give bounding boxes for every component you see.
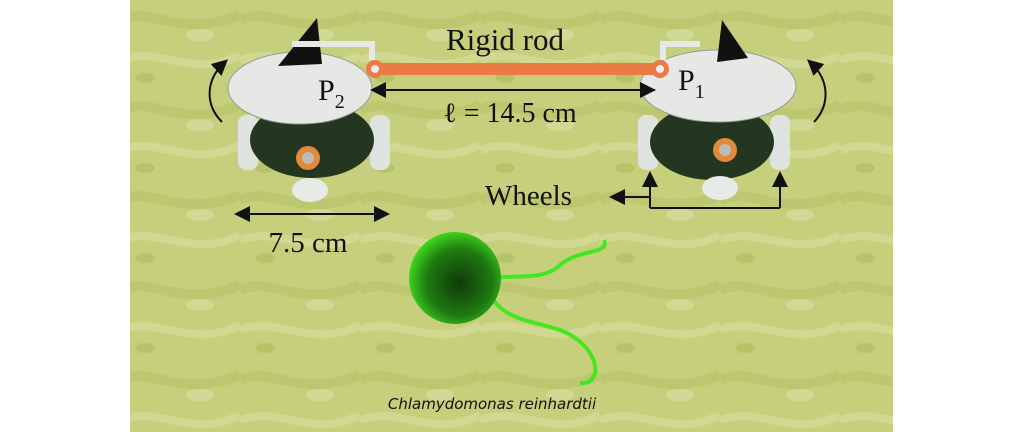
rotation-arrow-icon [208,59,228,123]
wheel [770,115,790,170]
direction-flag-icon [717,20,748,62]
wheels-label: Wheels [485,180,572,212]
p2-label: P2 [318,74,345,113]
rotation-arrow-icon [807,59,827,123]
p1-label: P1 [678,64,705,103]
chlamydomonas-cell [409,232,607,386]
species-caption: Chlamydomonas reinhardtii [388,395,597,413]
rigid-rod-label: Rigid rod [446,22,564,57]
length-label: ℓ = 14.5 cm [443,98,577,129]
robot-p2 [227,18,390,202]
width-label: 7.5 cm [269,227,348,259]
wheel [638,115,658,170]
wheel [370,115,390,170]
caster-wheel [292,178,328,202]
robot-p1 [638,20,797,200]
caster-wheel [702,176,738,200]
rigid-rod [292,41,700,78]
